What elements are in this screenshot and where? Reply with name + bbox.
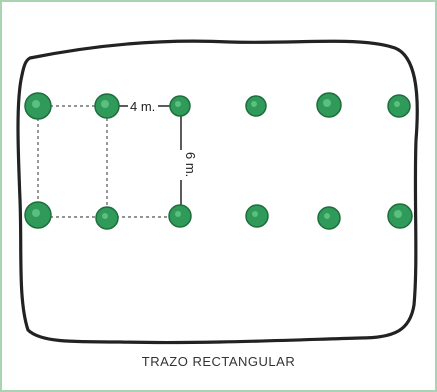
vertical-spacing-label: 6 m. bbox=[183, 152, 198, 177]
tree bbox=[24, 92, 52, 120]
tree bbox=[245, 95, 267, 117]
tree bbox=[387, 94, 411, 118]
tree bbox=[95, 206, 119, 230]
tree bbox=[317, 206, 341, 230]
tree bbox=[169, 95, 191, 117]
tree bbox=[94, 93, 120, 119]
tree-row-2 bbox=[24, 201, 413, 230]
spacing-guides bbox=[37, 105, 182, 218]
diagram-caption: TRAZO RECTANGULAR bbox=[141, 354, 296, 369]
horizontal-spacing-label: 4 m. bbox=[130, 99, 155, 114]
tree bbox=[24, 201, 52, 229]
tree bbox=[245, 204, 269, 228]
plot-boundary bbox=[16, 39, 419, 345]
tree-row-1 bbox=[24, 92, 411, 120]
tree bbox=[168, 204, 192, 228]
tree bbox=[387, 203, 413, 229]
tree bbox=[316, 92, 342, 118]
